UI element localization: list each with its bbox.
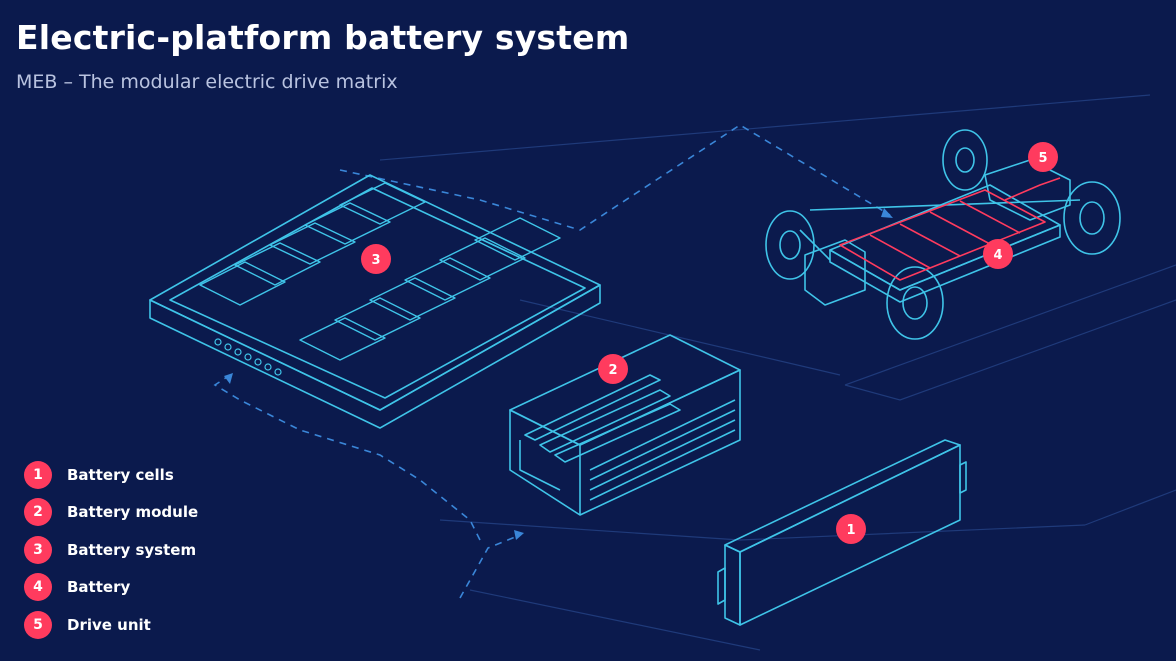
flow-path <box>213 124 891 599</box>
battery-highlight <box>839 177 1061 281</box>
legend-number: 5 <box>24 610 52 639</box>
legend-label: Battery cells <box>67 465 174 484</box>
svg-text:5: 5 <box>1038 151 1047 166</box>
vehicle-platform-illustration <box>765 129 1121 340</box>
legend-item-battery: 4 Battery <box>24 569 198 607</box>
legend-number: 3 <box>24 535 52 564</box>
legend-label: Drive unit <box>67 615 151 634</box>
page-subtitle: MEB – The modular electric drive matrix <box>16 71 398 93</box>
legend-item-battery-cells: 1 Battery cells <box>24 456 198 494</box>
legend-number: 4 <box>24 573 52 602</box>
battery-cell-illustration <box>717 439 967 626</box>
legend-number: 1 <box>24 460 52 489</box>
badge-drive-unit: 5 <box>1028 142 1058 172</box>
svg-text:4: 4 <box>993 248 1002 263</box>
svg-text:3: 3 <box>371 253 380 268</box>
legend-number: 2 <box>24 498 52 527</box>
legend-label: Battery module <box>67 503 199 522</box>
legend-label: Battery <box>67 578 131 597</box>
legend: 1 Battery cells 2 Battery module 3 Batte… <box>24 456 198 644</box>
flow-arrowheads <box>224 208 893 540</box>
svg-text:1: 1 <box>846 523 855 538</box>
battery-system-illustration <box>149 174 601 429</box>
battery-module-illustration <box>509 334 741 516</box>
legend-label: Battery system <box>67 540 197 559</box>
legend-item-drive-unit: 5 Drive unit <box>24 606 198 644</box>
badge-battery-module: 2 <box>598 354 628 384</box>
page-title: Electric-platform battery system <box>16 18 630 57</box>
badge-battery-cells: 1 <box>836 514 866 544</box>
legend-item-battery-module: 2 Battery module <box>24 494 198 532</box>
legend-item-battery-system: 3 Battery system <box>24 531 198 569</box>
background-plane <box>379 94 1176 651</box>
badge-battery: 4 <box>983 239 1013 269</box>
svg-text:2: 2 <box>608 363 617 378</box>
badge-battery-system: 3 <box>361 244 391 274</box>
